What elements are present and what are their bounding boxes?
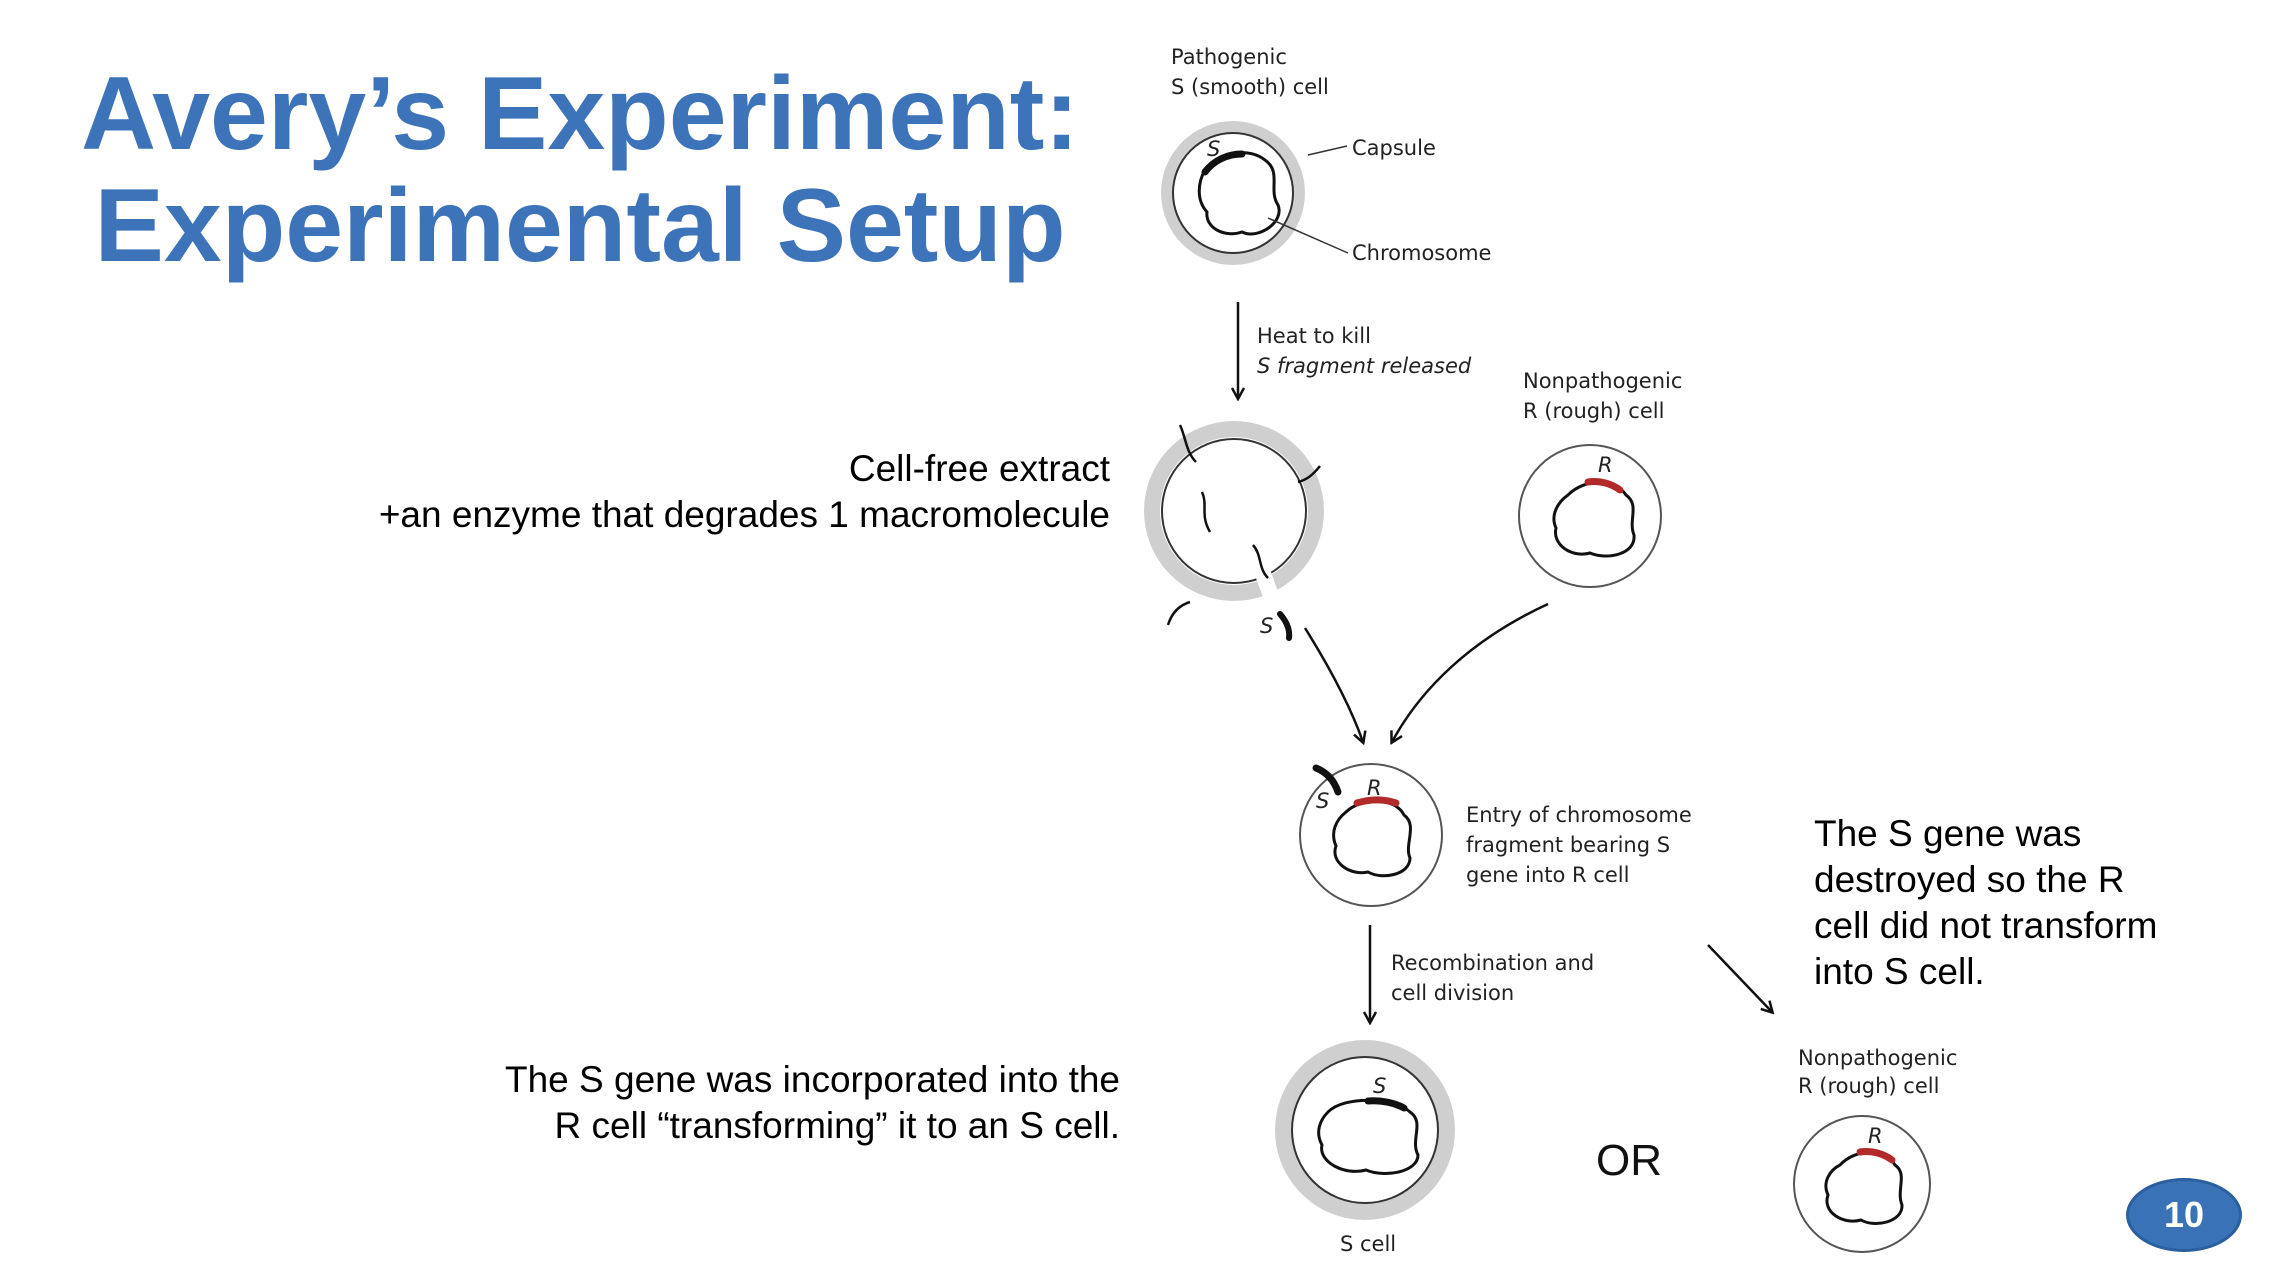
heat-label-line-1: Heat to kill <box>1257 324 1371 348</box>
chromosome-label: Chromosome <box>1352 241 1491 265</box>
destroyed-note-line-3: cell did not transform <box>1814 905 2158 946</box>
nonpath-label-line-1: Nonpathogenic <box>1523 369 1682 393</box>
unchanged-r-cell: R <box>1793 1115 1931 1253</box>
entry-r-gene <box>1353 796 1400 807</box>
incorporated-note: The S gene was incorporated into the R c… <box>300 1057 1120 1149</box>
nonpath-label-line-2: R (rough) cell <box>1523 399 1664 423</box>
destroyed-note-line-4: into S cell. <box>1814 951 1985 992</box>
extract-note-line-2: +an enzyme that degrades 1 macromolecule <box>378 494 1110 535</box>
s-cell-s-gene <box>1364 1097 1408 1112</box>
chromosome-leader-line <box>1267 217 1349 254</box>
incorporated-note-line-2: R cell “transforming” it to an S cell. <box>554 1105 1120 1146</box>
s-gene-segment <box>1201 150 1246 176</box>
entry-chromosome <box>1332 799 1412 878</box>
r2-membrane <box>1793 1115 1931 1253</box>
entry-s-label: S <box>1316 789 1329 813</box>
entry-cell: S R <box>1299 763 1443 907</box>
entering-s-fragment <box>1312 764 1342 796</box>
r-cell-to-entry-arrow <box>1392 602 1549 742</box>
entry-cell-membrane <box>1299 763 1443 907</box>
s-cell-membrane <box>1291 1056 1439 1204</box>
capsule-leader-line <box>1307 145 1348 156</box>
destroyed-note: The S gene was destroyed so the R cell d… <box>1814 811 2234 995</box>
chromosome-shape <box>1197 151 1281 236</box>
destroyed-note-line-1: The S gene was <box>1814 813 2082 854</box>
cell-membrane <box>1172 132 1294 254</box>
r2-gene-label: R <box>1868 1124 1883 1148</box>
capsule-label: Capsule <box>1352 136 1436 160</box>
title-line-2: Experimental Setup <box>94 168 1066 284</box>
nonpathogenic-r-cell: R <box>1518 444 1662 588</box>
extract-note: Cell-free extract +an enzyme that degrad… <box>240 446 1110 538</box>
s-gene-label: S <box>1207 137 1220 161</box>
entry-r-label: R <box>1367 776 1382 800</box>
heat-label-line-2: S fragment released <box>1257 354 1472 378</box>
fragment-4 <box>1297 465 1321 484</box>
s-cell-label: S cell <box>1340 1232 1396 1256</box>
s-gene-fragment <box>1277 611 1293 641</box>
fragment-3 <box>1178 424 1197 463</box>
membrane-break <box>1253 566 1279 598</box>
nonpath2-label-line-2: R (rough) cell <box>1798 1074 1939 1098</box>
pathogenic-s-cell: S <box>1161 121 1305 265</box>
pathogenic-label-line-2: S (smooth) cell <box>1171 75 1329 99</box>
fragment-5 <box>1166 600 1191 626</box>
extract-note-line-1: Cell-free extract <box>848 448 1110 489</box>
r-gene-segment <box>1584 478 1624 494</box>
entry-label-line-1: Entry of chromosome <box>1466 803 1692 827</box>
or-label: OR <box>1596 1136 1662 1185</box>
fragment-to-entry-arrow <box>1303 627 1363 742</box>
s-fragment-label: S <box>1260 614 1273 638</box>
recombination-label-line-1: Recombination and <box>1391 951 1594 975</box>
destroyed-note-line-2: destroyed so the R <box>1814 859 2125 900</box>
heat-killed-cell: S <box>1144 421 1324 641</box>
slide-title: Avery’s Experiment: Experimental Setup <box>40 58 1120 282</box>
s-cell-s-label: S <box>1373 1074 1386 1098</box>
no-transform-arrow <box>1707 944 1772 1012</box>
broken-membrane <box>1161 438 1307 584</box>
nonpath2-label-line-1: Nonpathogenic <box>1798 1046 1957 1070</box>
r2-gene-segment <box>1856 1148 1896 1164</box>
incorporated-note-line-1: The S gene was incorporated into the <box>505 1059 1120 1100</box>
recombination-label-line-2: cell division <box>1391 981 1514 1005</box>
fragment-2 <box>1252 544 1269 579</box>
fragment-1 <box>1200 491 1212 533</box>
r-cell-membrane <box>1518 444 1662 588</box>
r-gene-label: R <box>1598 453 1613 477</box>
resulting-s-cell: S <box>1275 1040 1455 1220</box>
pathogenic-label-line-1: Pathogenic <box>1171 45 1287 69</box>
entry-label-line-2: fragment bearing S <box>1466 833 1670 857</box>
broken-capsule <box>1144 421 1324 601</box>
title-line-1: Avery’s Experiment: <box>80 56 1080 172</box>
page-number-badge: 10 <box>2126 1178 2242 1252</box>
entry-label-line-3: gene into R cell <box>1466 863 1629 887</box>
